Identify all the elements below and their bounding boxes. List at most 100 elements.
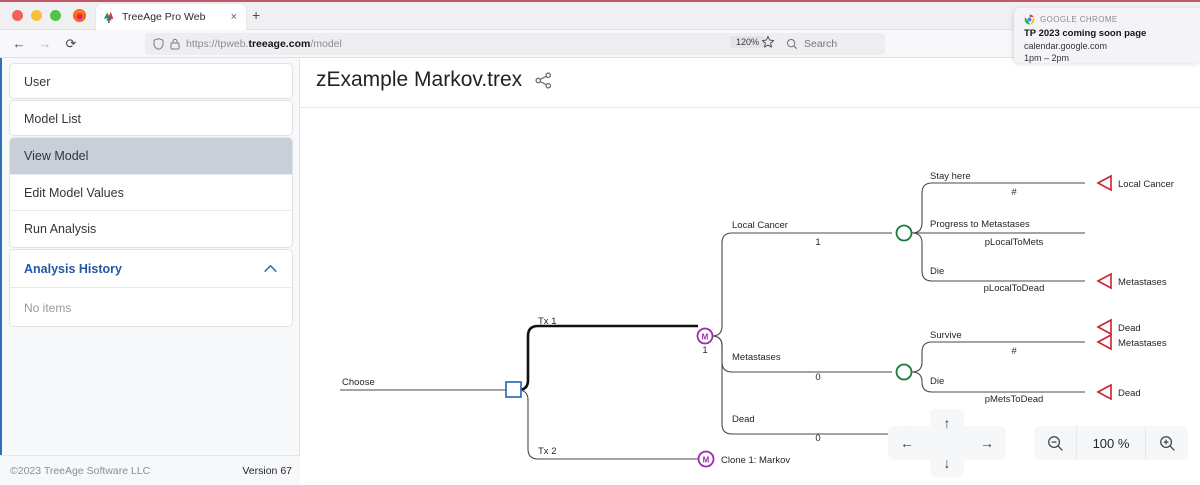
search-placeholder-label: Search: [804, 38, 838, 50]
window-close-button[interactable]: [12, 10, 23, 21]
zoom-in-icon[interactable]: [1146, 426, 1188, 460]
zoom-controls: 100 %: [1034, 426, 1188, 460]
sidebar-item-label: View Model: [24, 149, 89, 163]
label-choose: Choose: [342, 377, 375, 388]
pan-vertical-group: ↑ ↓: [930, 409, 964, 477]
page-title: zExample Markov.trex: [316, 68, 523, 91]
sidebar-item-label: Run Analysis: [24, 221, 97, 236]
url-path: /model: [310, 38, 342, 50]
search-input[interactable]: Search: [786, 33, 896, 55]
analysis-history-empty-label: No items: [24, 300, 72, 315]
terminal-label-metastases-2: Metastases: [1118, 338, 1167, 349]
terminal-node-metastases-2[interactable]: [1096, 333, 1112, 351]
value-survive-prob: #: [1011, 346, 1017, 357]
markov-node-tx2[interactable]: M: [697, 450, 715, 468]
main-content: zExample Markov.trex: [300, 58, 1200, 485]
back-icon[interactable]: ←: [12, 36, 26, 51]
pan-right-button[interactable]: →: [980, 435, 994, 451]
label-die-mets: Die: [930, 376, 944, 387]
window-maximize-button[interactable]: [50, 10, 61, 21]
browser-zoom-indicator[interactable]: 120%: [730, 36, 766, 48]
chance-node-local-cancer[interactable]: [895, 224, 913, 242]
sidebar-item-user[interactable]: User: [10, 64, 292, 98]
value-stay-here-prob: #: [1011, 187, 1017, 198]
page-body: User Model List View Model Edit Model Va…: [0, 58, 1200, 485]
branch-stay-here: [911, 182, 1085, 234]
close-icon[interactable]: ×: [230, 11, 237, 23]
forward-icon[interactable]: →: [38, 36, 52, 51]
sidebar-card-user: User: [9, 63, 293, 99]
search-icon: [786, 38, 798, 50]
pan-left-button[interactable]: ←: [900, 435, 914, 451]
label-local-cancer: Local Cancer: [732, 220, 788, 231]
share-icon[interactable]: [534, 71, 553, 90]
branch-tx1: [517, 324, 698, 392]
value-local-cancer-prob: 1: [815, 237, 820, 248]
branch-tx2: [517, 389, 700, 460]
terminal-label-dead-1: Dead: [1118, 323, 1141, 334]
browser-tab-title: TreeAge Pro Web: [122, 11, 206, 23]
new-tab-button[interactable]: +: [252, 7, 261, 23]
notification-title: TP 2023 coming soon page: [1024, 28, 1147, 39]
label-metastases: Metastases: [732, 352, 781, 363]
terminal-node-dead-1[interactable]: [1096, 318, 1112, 336]
analysis-history-toggle[interactable]: Analysis History: [10, 250, 292, 288]
copyright-label: ©2023 TreeAge Software LLC: [10, 464, 151, 477]
label-survive: Survive: [930, 330, 962, 341]
browser-tab[interactable]: TreeAge Pro Web ×: [96, 4, 246, 30]
terminal-node-dead-2[interactable]: [1096, 383, 1112, 401]
reload-icon[interactable]: ⟳: [65, 35, 77, 51]
sidebar-item-label: User: [24, 75, 51, 89]
terminal-label-local-cancer: Local Cancer: [1118, 179, 1174, 190]
terminal-label-metastases-1: Metastases: [1118, 277, 1167, 288]
sidebar-item-run-analysis[interactable]: Run Analysis: [10, 210, 292, 246]
analysis-history-empty: No items: [10, 288, 292, 326]
address-bar[interactable]: https://tpweb.treeage.com/model: [145, 33, 885, 55]
decision-node-choose[interactable]: [505, 381, 522, 398]
version-label: Version 67: [242, 464, 292, 477]
chrome-icon: [1024, 14, 1035, 25]
star-icon[interactable]: [761, 35, 775, 54]
sidebar-item-model-list[interactable]: Model List: [10, 101, 292, 135]
title-row: zExample Markov.trex: [316, 68, 553, 92]
value-die-local-prob: pLocalToDead: [984, 283, 1045, 294]
window-minimize-button[interactable]: [31, 10, 42, 21]
terminal-node-metastases-1[interactable]: [1096, 272, 1112, 290]
canvas-controls: ← → ↑ ↓ 100 %: [888, 409, 1188, 477]
label-die-local: Die: [930, 266, 944, 277]
value-progress-prob: pLocalToMets: [985, 237, 1044, 248]
markov-node-tx1[interactable]: M: [696, 327, 714, 345]
chance-node-metastases[interactable]: [895, 363, 913, 381]
label-dead: Dead: [732, 414, 755, 425]
address-bar-url: https://tpweb.treeage.com/model: [186, 38, 342, 50]
zoom-level-value[interactable]: 100 %: [1076, 426, 1146, 460]
chevron-up-icon: [264, 265, 277, 272]
pan-down-button[interactable]: ↓: [943, 455, 951, 471]
svg-text:M: M: [703, 456, 710, 465]
notification-source: calendar.google.com: [1024, 41, 1108, 51]
firefox-logo-icon: [72, 8, 87, 23]
branch-local-cancer: [711, 232, 892, 337]
shield-icon: [153, 38, 164, 50]
analysis-history-title: Analysis History: [24, 261, 122, 276]
sidebar-item-view-model[interactable]: View Model: [10, 138, 292, 174]
sidebar-item-label: Model List: [24, 112, 81, 126]
url-domain: treeage.com: [248, 38, 311, 50]
zoom-out-icon[interactable]: [1034, 426, 1076, 460]
terminal-node-local-cancer[interactable]: [1096, 174, 1112, 192]
window-accent-bar: [0, 0, 1200, 2]
sidebar-footer: ©2023 TreeAge Software LLC Version 67: [0, 455, 300, 485]
sidebar-item-edit-model-values[interactable]: Edit Model Values: [10, 174, 292, 210]
value-metastases-prob: 0: [815, 372, 820, 383]
label-tx2: Tx 2: [538, 446, 556, 457]
title-divider: [300, 107, 1200, 108]
notification-toast[interactable]: GOOGLE CHROME TP 2023 coming soon page c…: [1014, 8, 1200, 63]
svg-text:M: M: [702, 333, 709, 342]
sidebar: User Model List View Model Edit Model Va…: [0, 58, 300, 485]
url-scheme: https://tpweb.: [186, 38, 249, 50]
window-traffic-lights: [12, 10, 61, 21]
branch-survive: [911, 341, 1085, 373]
value-tx1-payoff: 1: [702, 345, 707, 356]
pan-up-button[interactable]: ↑: [943, 415, 951, 431]
